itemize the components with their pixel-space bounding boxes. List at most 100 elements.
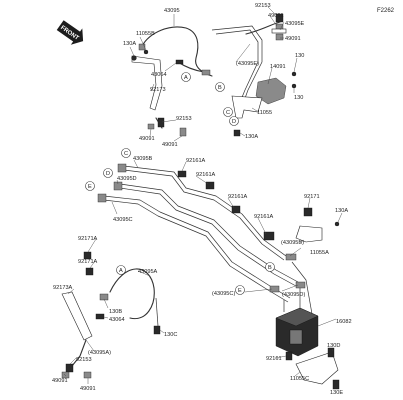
label-43095C: 43095C: [113, 217, 133, 223]
label-92161A-3: 92161A: [228, 194, 248, 200]
svg-text:C: C: [124, 151, 128, 157]
label-92153-topright: 92153: [255, 3, 271, 9]
joint-43095B-end: [285, 253, 297, 261]
clamp-43064-bottom: [95, 313, 105, 320]
part-labels: 43095 11055B 130A 43064 92173 92153 4909…: [52, 3, 352, 396]
hose-end-43095E: [271, 28, 287, 34]
bracket-92173: [131, 55, 163, 111]
hose-clamp-43064-top: [175, 59, 184, 65]
damper-92161: [285, 351, 293, 361]
label-43095E: 43095E: [285, 21, 305, 27]
label-92173A: 92173A: [53, 285, 73, 291]
label-92153-mid: 92153: [176, 116, 192, 122]
circle-ref-C-top: C: [223, 107, 233, 117]
banjo-43095C: [97, 193, 107, 203]
banjo-fitting-43095-top: [138, 43, 146, 51]
svg-text:E: E: [88, 184, 92, 190]
circle-ref-E-bot: E: [235, 285, 245, 295]
label-130E: 130E: [330, 390, 343, 396]
washer-49091-bottom-left: [61, 371, 70, 379]
circle-ref-B-top: B: [215, 82, 225, 92]
fitting-130B: [99, 293, 109, 301]
clamp-92161A-1: [177, 170, 187, 178]
label-11055A: 11055A: [310, 250, 329, 256]
bracket-11055A: [295, 225, 323, 243]
label-43095B: 43095B: [133, 156, 153, 162]
circle-ref-D-mid: D: [103, 168, 113, 178]
cover-14091: [255, 77, 287, 105]
label-43095A: 43095A: [138, 269, 158, 275]
label-130-right-1: 130: [295, 53, 304, 59]
label-130A-right: 130A: [335, 208, 348, 214]
clamp-92171: [303, 207, 313, 217]
clamp-92171A-1: [83, 251, 92, 260]
svg-text:A: A: [184, 75, 188, 81]
label-92153-bottom: 92153: [76, 357, 92, 363]
clamp-92161A-2: [205, 181, 215, 190]
hose-43095A-group: [61, 251, 161, 379]
label-92171A-2: 92171A: [78, 259, 98, 265]
label-130A-top: 130A: [123, 41, 136, 47]
label-92161A-1: 92161A: [186, 158, 206, 164]
bolt-130E: [332, 379, 340, 390]
svg-text:D: D: [232, 119, 236, 125]
hose-43095E-group: [211, 13, 297, 137]
svg-text:E: E: [238, 288, 242, 294]
bracket-92173A: [61, 291, 93, 341]
washer-49091-topright-2: [275, 33, 284, 41]
clamp-92161A-3: [231, 205, 241, 214]
label-43095E-paren: (43095E): [236, 61, 259, 67]
label-16082: 16082: [336, 319, 352, 325]
label-130D: 130D: [327, 343, 340, 349]
label-49091-topright-2: 49091: [285, 36, 301, 42]
label-11055C: 11055C: [290, 376, 309, 382]
bolt-130A-mid: [233, 129, 241, 137]
label-92171A-1: 92171A: [78, 236, 98, 242]
bolt-130D: [327, 347, 335, 358]
svg-text:B: B: [218, 85, 222, 91]
label-92171: 92171: [304, 194, 320, 200]
front-arrow-icon: FRONT: [56, 20, 84, 45]
label-92161: 92161: [266, 356, 282, 362]
bolt-130A-top: [131, 55, 137, 61]
bolt-92153-mid: [157, 117, 165, 128]
joint-43095D-end: [295, 281, 306, 289]
label-92161A-2: 92161A: [196, 172, 216, 178]
banjo-43095D: [113, 181, 123, 191]
grommet-11055B: [143, 49, 149, 55]
label-43095C-paren: (43095C): [212, 291, 235, 297]
circle-ref-E-mid: E: [85, 181, 95, 191]
label-49091-bottom-left: 49091: [52, 378, 68, 384]
reference-circles: A B C D C D E A B E: [85, 72, 275, 295]
svg-text:C: C: [226, 110, 230, 116]
banjo-43095B: [117, 163, 127, 173]
label-49091-mid-right: 49091: [162, 142, 178, 148]
bolt-92153-bottom: [65, 363, 74, 373]
svg-text:B: B: [268, 265, 272, 271]
label-92161A-4: 92161A: [254, 214, 274, 220]
label-11055B: 11055B: [136, 31, 155, 37]
fitting-49091-mid: [179, 127, 187, 137]
bolt-130-right-1: [291, 71, 297, 77]
label-11055: 11055: [257, 110, 272, 116]
bolt-130A-right: [334, 221, 340, 227]
label-43095A-paren: (43095A): [88, 350, 111, 356]
label-43095D: 43095D: [117, 176, 137, 182]
svg-text:D: D: [106, 171, 110, 177]
label-49091-bottom-right: 49091: [80, 386, 96, 392]
label-92173: 92173: [150, 87, 166, 93]
label-130A-mid: 130A: [245, 134, 258, 140]
abs-unit-group: [275, 261, 340, 390]
hose-joint-top: [201, 69, 211, 76]
label-130-right-2: 130: [294, 95, 303, 101]
leader-lines: [63, 6, 343, 384]
bolt-130-right-2: [291, 83, 297, 89]
circle-ref-C-mid: C: [121, 148, 131, 158]
label-43095-top: 43095: [164, 8, 180, 14]
label-43095D-paren: (43095D): [282, 292, 305, 298]
washer-49091-mid: [147, 123, 155, 130]
diagram-ref-code: F2262: [377, 8, 395, 14]
washer-49091-bottom-right: [83, 371, 92, 379]
circle-ref-A-bot: A: [116, 265, 126, 275]
svg-text:A: A: [119, 268, 123, 274]
